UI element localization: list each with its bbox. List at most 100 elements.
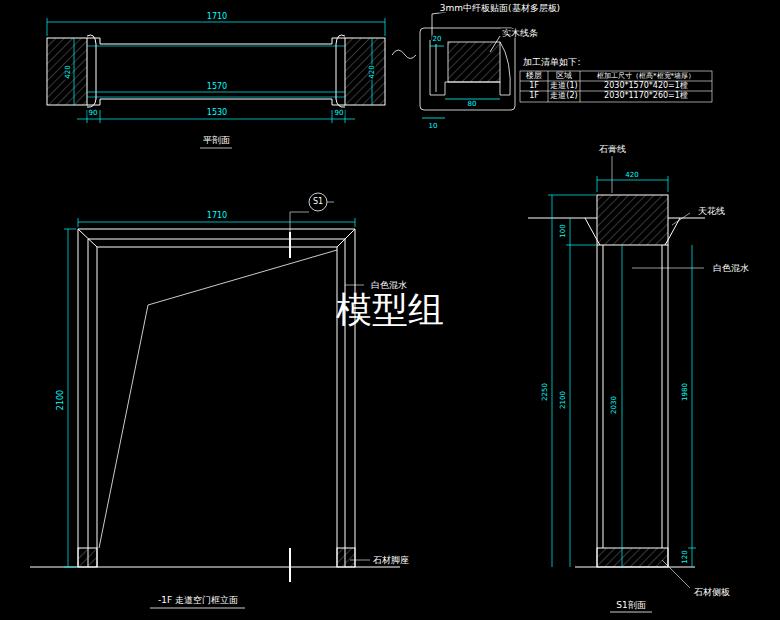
dimension-label: 1530 [206, 109, 228, 117]
section-view-part [665, 218, 680, 245]
section-view-part [597, 245, 598, 567]
elevation-view-part [327, 202, 334, 203]
plan-view-part [87, 46, 345, 47]
plan-view-part [47, 38, 87, 105]
note-label: 3mm中纤板贴面(基材多层板) [439, 4, 561, 13]
table-cell-label: 区域 [555, 72, 573, 80]
dimension-label: 2250 [542, 382, 549, 402]
plan-view-part [87, 97, 345, 98]
dimension-lines-part [345, 110, 346, 123]
elevation-view-part [88, 239, 345, 567]
dimension-label: 90 [334, 110, 345, 117]
schedule-table [520, 71, 712, 102]
dimension-label: 420 [369, 64, 376, 79]
note-label: 石材脚座 [372, 556, 410, 565]
watermark-label: 模型组 [335, 292, 445, 328]
dimension-lines-part [100, 110, 101, 123]
table-cell-label: 走道(1) [549, 82, 578, 90]
table-cell-label: 2030*1570*420=1樘 [603, 82, 689, 90]
section-dimensions-part [548, 195, 596, 196]
dimension-label: 120 [682, 549, 689, 564]
dimension-label: 1710 [206, 212, 228, 220]
frame-detail-part [430, 40, 510, 95]
dimension-lines-part [385, 18, 386, 36]
elevation-view-part [78, 229, 355, 567]
elevation-view-part [289, 548, 291, 582]
frame-detail-part [422, 118, 445, 119]
plan-view-part [87, 38, 345, 44]
note-label: 天花线 [697, 207, 726, 216]
section-view-part [575, 567, 695, 568]
elevation-view-part [350, 560, 370, 561]
section-dimensions-part [570, 218, 571, 567]
note-label: 石膏线 [598, 145, 627, 154]
section-view-part [668, 218, 705, 219]
elevation-view-part [99, 250, 337, 548]
dimension-lines-part [47, 18, 48, 36]
plan-view-part [345, 38, 385, 105]
elevation-view-part [309, 193, 327, 211]
elevation-view-part [290, 212, 309, 213]
dimension-lines-part [47, 22, 385, 23]
table-cell-label: 走道(2) [549, 92, 578, 100]
elevation-view-part [345, 285, 364, 286]
section-dimensions-part [566, 245, 596, 246]
plan-view-part [336, 35, 345, 107]
dimension-lines [47, 18, 385, 148]
section-view [528, 156, 705, 612]
elevation-view-part [78, 548, 97, 567]
schedule-table-part [520, 71, 712, 102]
frame-detail-part [392, 50, 416, 59]
section-dimensions-part [668, 176, 669, 192]
dimension-label: 100 [560, 223, 567, 238]
view-title-label: S1剖面 [615, 601, 646, 610]
section-dimensions [548, 176, 696, 567]
section-dimensions-part [552, 195, 553, 567]
note-label: 实木线条 [501, 29, 539, 38]
section-dimensions-part [597, 180, 668, 181]
dimension-label: 2100 [57, 389, 65, 411]
elevation-dimensions-part [78, 222, 355, 223]
section-view-part [632, 268, 704, 269]
dimension-lines-part [74, 38, 75, 105]
table-cell-label: 1F [528, 82, 540, 90]
section-dimensions-part [597, 176, 598, 192]
dimension-label: 20 [432, 36, 443, 43]
elevation-view-part [78, 229, 97, 247]
frame-detail [392, 12, 515, 118]
note-label: 白色混水 [712, 264, 750, 273]
section-view-part [612, 156, 613, 193]
elevation-dimensions-part [64, 229, 76, 230]
dimension-lines-part [332, 110, 333, 123]
elevation-view-part [97, 247, 337, 567]
dimension-label: 10 [428, 123, 439, 130]
dimension-label: 1710 [206, 13, 228, 21]
plan-view [47, 35, 385, 107]
dimension-lines-part [200, 148, 232, 149]
table-cell-label: 框加工尺寸（框高*框宽*墙厚） [596, 73, 696, 80]
plan-view-part [87, 35, 96, 107]
elevation-view-part [337, 548, 355, 567]
note-label: 石材侧板 [693, 588, 731, 597]
dimension-label: 80 [467, 101, 478, 108]
table-cell-label: 1F [528, 92, 540, 100]
dimension-label: 420 [65, 64, 72, 79]
dimension-label: 2100 [560, 390, 567, 410]
section-view-part [603, 245, 604, 548]
frame-detail-part [445, 99, 500, 100]
schedule-table-part [580, 71, 581, 102]
section-dimensions-part [692, 245, 693, 567]
elevation-view-part [337, 229, 355, 247]
dimension-lines-part [87, 92, 345, 93]
section-view-part [585, 218, 600, 245]
note-label: 加工清单如下: [522, 58, 581, 67]
elevation-view-part [289, 232, 291, 258]
section-dimensions-part [688, 548, 696, 549]
section-dimensions-part [622, 245, 623, 567]
dimension-label: 1570 [206, 83, 228, 91]
view-title-label: 平剖面 [202, 136, 231, 145]
frame-detail-part [430, 46, 444, 47]
note-label: 白色混水 [370, 281, 408, 290]
elevation-dimensions [64, 218, 355, 567]
